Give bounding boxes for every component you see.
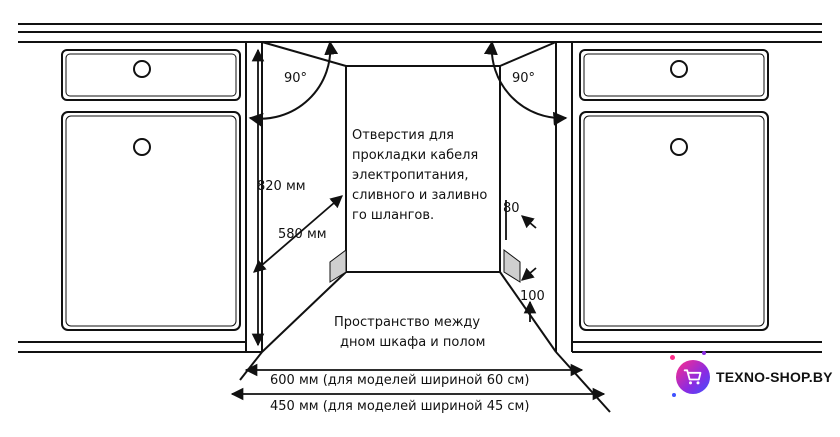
left-plinth-cutout: [329, 249, 347, 283]
dim-100-label: 100: [520, 289, 545, 304]
svg-text:го шлангов.: го шлангов.: [352, 208, 434, 223]
right-drawer-knob-icon: [670, 60, 688, 78]
right-plinth-cutout: [503, 249, 521, 283]
space-note: Пространство между дном шкафа и полом: [334, 315, 485, 350]
depth-label: 580 мм: [278, 227, 327, 242]
brand-logo[interactable]: TEXNO-SHOP.BY: [670, 351, 833, 397]
svg-text:электропитания,: электропитания,: [352, 168, 468, 183]
svg-text:сливного и заливно: сливного и заливно: [352, 188, 487, 203]
right-angle-label: 90°: [512, 71, 535, 86]
dim-80-label: 80: [503, 201, 520, 216]
left-drawer-knob-icon: [133, 60, 151, 78]
width-60-label: 600 мм (для моделей шириной 60 см): [270, 373, 529, 388]
dimension-arrows: [230, 48, 606, 401]
logo-dot-icon: [672, 393, 676, 397]
left-cabinet: [18, 42, 262, 353]
width-45-label: 450 мм (для моделей шириной 45 см): [270, 399, 529, 414]
holes-note: Отверстия для прокладки кабеля электропи…: [352, 128, 487, 223]
left-door-knob-icon: [133, 138, 151, 156]
logo-dot-icon: [702, 351, 706, 355]
right-cabinet: [571, 42, 822, 353]
height-label: 820 мм: [257, 179, 306, 194]
left-angle-label: 90°: [284, 71, 307, 86]
angle-arcs: [248, 40, 568, 127]
countertop: [18, 23, 822, 43]
svg-text:прокладки кабеля: прокладки кабеля: [352, 148, 478, 163]
right-door-knob-icon: [670, 138, 688, 156]
svg-text:Отверстия для: Отверстия для: [352, 128, 454, 143]
logo-dot-icon: [670, 355, 675, 360]
shopping-cart-icon: [676, 360, 710, 394]
svg-text:Пространство между: Пространство между: [334, 315, 480, 330]
svg-text:дном шкафа и полом: дном шкафа и полом: [340, 335, 485, 350]
brand-name: TEXNO-SHOP.BY: [716, 369, 833, 385]
